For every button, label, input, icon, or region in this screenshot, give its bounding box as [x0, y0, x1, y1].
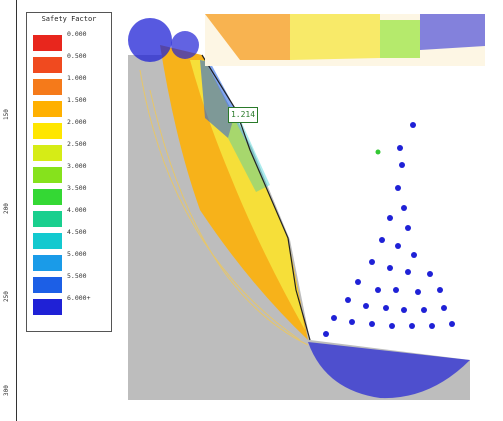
center-grid-blue [420, 14, 485, 50]
legend-label: 5.000 [67, 250, 87, 258]
legend-label: 6.000+ [67, 294, 91, 302]
center-grid-yellow [290, 14, 380, 60]
legend-label: 2.500 [67, 140, 87, 148]
slope-profile [201, 54, 311, 341]
legend-label: 4.000 [67, 206, 87, 214]
legend-entry: 5.000 [33, 250, 107, 271]
legend-swatch [33, 123, 62, 139]
legend-swatch [33, 145, 62, 161]
legend-swatch [33, 255, 62, 271]
legend: Safety Factor 0.000 0.500 1.000 1.500 2.000 2… [26, 12, 112, 332]
legend-label: 3.000 [67, 162, 87, 170]
legend-entry: 1.500 [33, 96, 107, 117]
legend-swatch [33, 167, 62, 183]
scatter-point-green [375, 149, 381, 155]
legend-entry: 6.000+ [33, 294, 107, 315]
legend-entry: 4.000 [33, 206, 107, 227]
min-factor-label: 1.214 [228, 107, 258, 123]
legend-entry: 3.500 [33, 184, 107, 205]
legend-swatch [33, 211, 62, 227]
trial-surface [139, 69, 301, 341]
toe-failure-arc [308, 342, 470, 399]
legend-swatch [33, 101, 62, 117]
legend-label: 5.500 [67, 272, 87, 280]
legend-swatch [33, 57, 62, 73]
grid-point-cluster [128, 18, 172, 62]
legend-swatch [33, 233, 62, 249]
legend-swatch [33, 299, 62, 315]
scatter-points [323, 122, 455, 337]
legend-label: 0.500 [67, 52, 87, 60]
center-grid-orange [205, 14, 290, 60]
legend-swatch [33, 35, 62, 51]
legend-title: Safety Factor [41, 15, 97, 23]
legend-swatch [33, 277, 62, 293]
grid-point-cluster [171, 31, 199, 59]
failure-zone-blue [200, 60, 236, 138]
vertical-ruler: 150 200 250 300 [0, 0, 17, 421]
legend-label: 2.000 [67, 118, 87, 126]
legend-entry: 0.000 [33, 30, 107, 51]
legend-swatch [33, 189, 62, 205]
legend-entry: 2.000 [33, 118, 107, 139]
legend-label: 1.000 [67, 74, 87, 82]
legend-label: 0.000 [67, 30, 87, 38]
legend-entry: 0.500 [33, 52, 107, 73]
legend-label: 3.500 [67, 184, 87, 192]
legend-entry: 5.500 [33, 272, 107, 293]
legend-label: 4.500 [67, 228, 87, 236]
legend-entry: 2.500 [33, 140, 107, 161]
legend-entry: 3.000 [33, 162, 107, 183]
legend-swatch [33, 79, 62, 95]
legend-entry: 1.000 [33, 74, 107, 95]
center-grid-green [380, 20, 420, 58]
legend-label: 1.500 [67, 96, 87, 104]
failure-zone-orange [160, 45, 308, 340]
legend-entry: 4.500 [33, 228, 107, 249]
